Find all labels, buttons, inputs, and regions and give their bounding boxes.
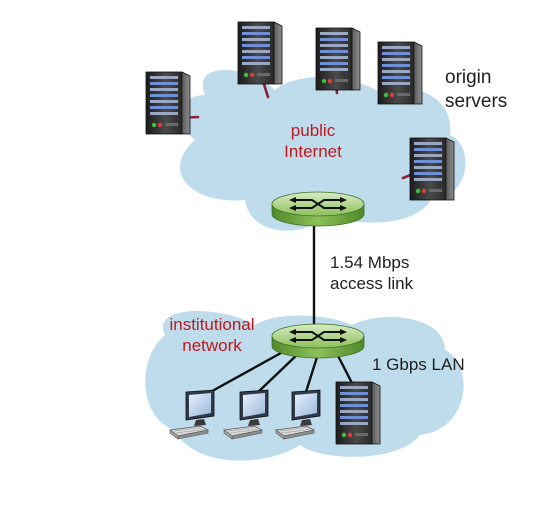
origin-server-icon — [409, 137, 455, 201]
origin-server-icon — [377, 41, 423, 105]
origin-server-icon — [145, 71, 191, 135]
lan-speed-label: 1 Gbps LAN — [372, 355, 465, 374]
origin-servers-label: origin servers — [445, 67, 508, 112]
institutional-router-icon — [271, 323, 365, 359]
lan-link — [253, 350, 302, 397]
origin-server-icon — [315, 27, 361, 91]
public-internet-router-icon — [271, 191, 365, 227]
lan-link — [303, 352, 320, 397]
public-internet-cloud — [179, 70, 466, 231]
origin-server-icon — [237, 21, 283, 85]
institutional-network-label: institutional network — [169, 315, 255, 356]
institutional-network-cloud — [145, 311, 464, 461]
public-internet-label: public Internet — [284, 121, 342, 162]
lan-link — [203, 346, 292, 397]
access-link-label: 1.54 Mbps access link — [330, 253, 414, 294]
institutional-server-icon — [335, 381, 381, 445]
